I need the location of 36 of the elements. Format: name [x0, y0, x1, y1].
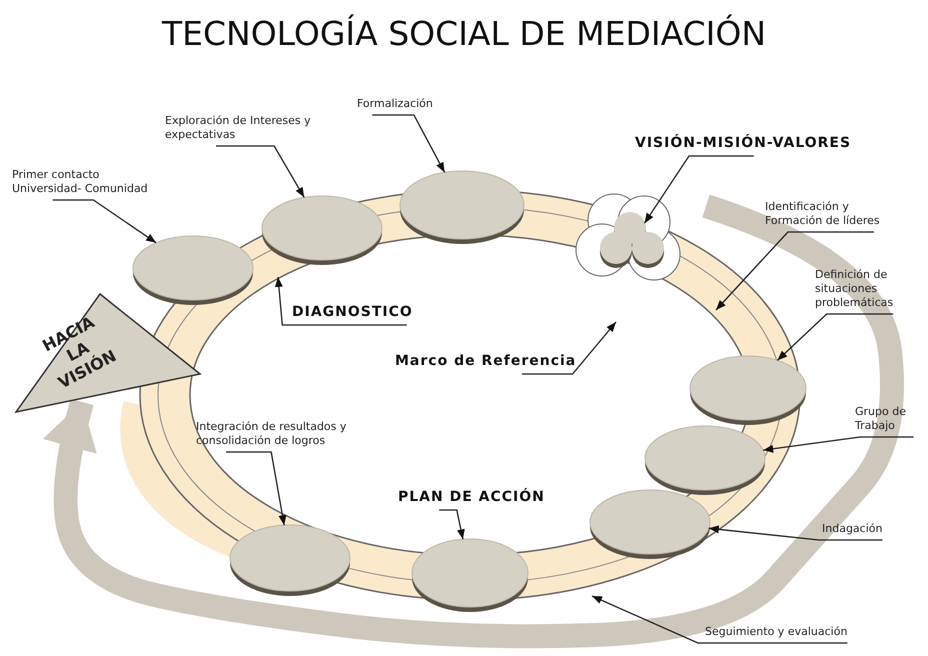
phase-label: PLAN DE ACCIÓN — [398, 490, 568, 504]
leader-line — [716, 231, 874, 310]
leader-line — [372, 114, 446, 173]
leader-line — [708, 525, 882, 541]
band-arrow — [43, 194, 904, 648]
leader-line — [52, 199, 156, 244]
step-label: Primer contacto Universidad- Comunidad — [12, 168, 162, 196]
diagram-title: TECNOLOGÍA SOCIAL DE MEDIACIÓN — [162, 14, 766, 53]
leader-line — [763, 436, 914, 453]
phase-label: Marco de Referencia — [395, 354, 615, 368]
phase-label: DIAGNOSTICO — [292, 305, 452, 319]
step-label: Exploración de Intereses y expectativas — [165, 114, 315, 142]
stage-disc — [412, 538, 528, 612]
stage-disc — [262, 196, 382, 265]
stage-disc — [230, 524, 350, 596]
step-label: Formalización — [357, 97, 487, 111]
stage-disc — [644, 426, 766, 495]
step-label: Grupo de Trabajo — [855, 405, 925, 433]
stage-disc — [132, 236, 254, 305]
leader-line — [226, 451, 286, 526]
phase-label: VISIÓN-MISIÓN-VALORES — [635, 136, 915, 150]
leader-line — [216, 145, 305, 198]
step-label: Seguimiento y evaluación — [705, 625, 920, 639]
step-label: Identificación y Formación de líderes — [765, 200, 900, 228]
step-label: Indagación — [822, 522, 922, 536]
stage-disc — [590, 490, 710, 559]
leader-line — [274, 276, 407, 326]
leader-line — [439, 509, 465, 540]
step-label: Definición de situaciones problemáticas — [815, 268, 925, 310]
leader-line — [644, 155, 754, 224]
clover-drawing — [576, 194, 680, 280]
stage-disc — [400, 170, 524, 244]
leader-line — [522, 322, 616, 375]
leader-line — [776, 313, 894, 361]
stage-disc — [690, 356, 806, 425]
leader-line — [592, 595, 848, 644]
